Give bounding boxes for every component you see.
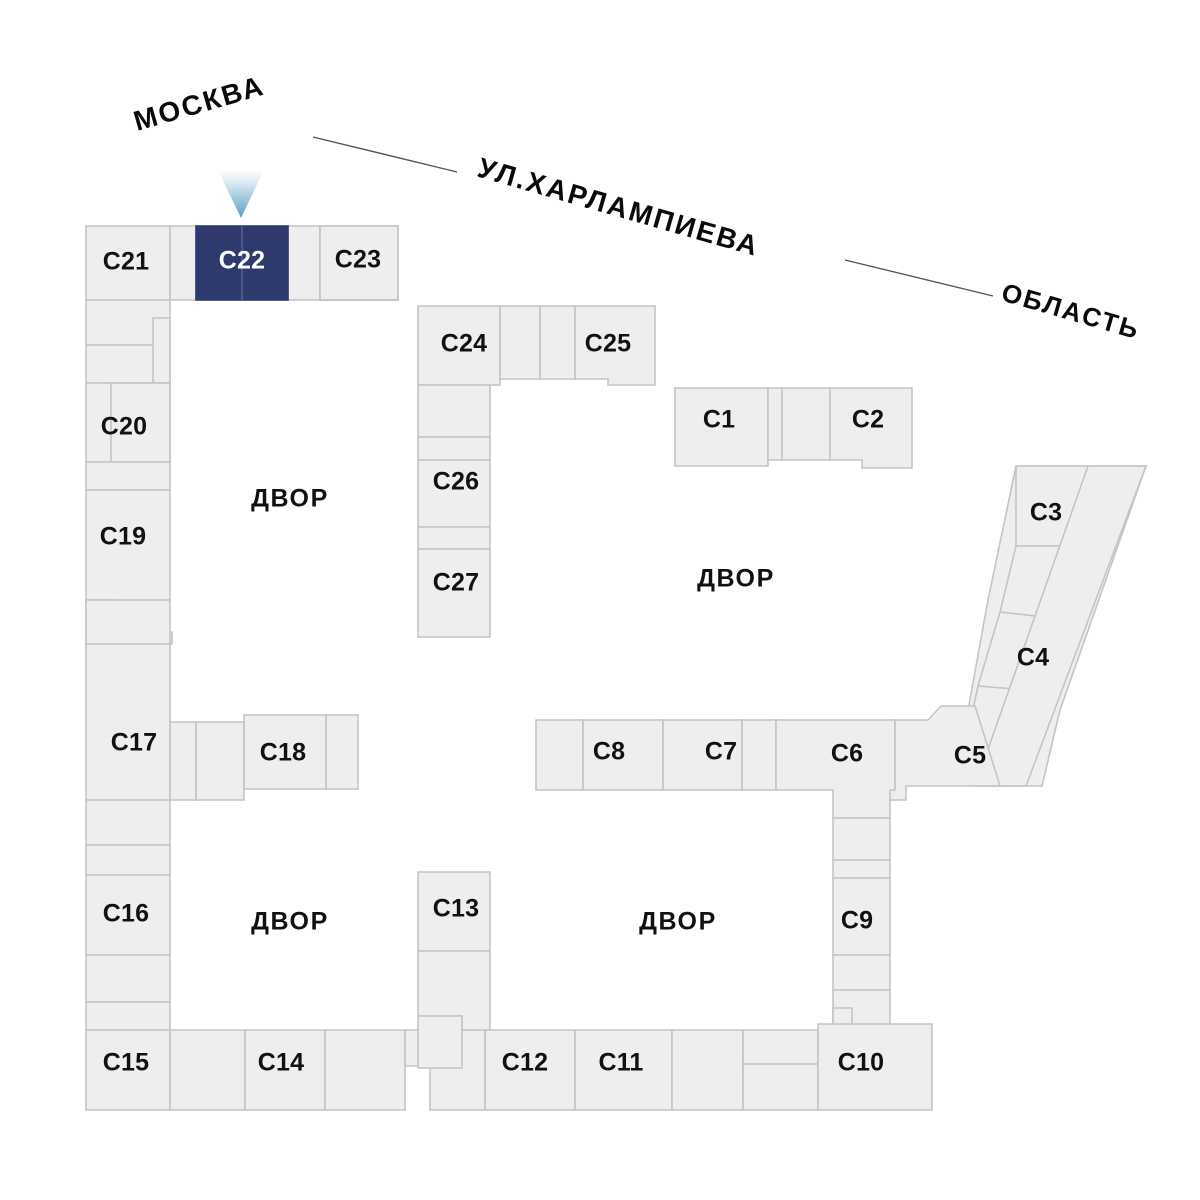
block-C24[interactable]: [417, 305, 501, 386]
block-C1[interactable]: [674, 387, 769, 467]
block-group-middle-band: [535, 705, 1002, 819]
label-C8: C8: [593, 738, 625, 766]
block-C6[interactable]: [775, 719, 896, 819]
label-C12: C12: [502, 1049, 548, 1077]
label-C21: C21: [103, 248, 149, 276]
label-C19: C19: [100, 523, 146, 551]
leader-lines: [312, 136, 994, 297]
block-bottom-strip-4a[interactable]: [742, 1029, 819, 1065]
block-C25[interactable]: [574, 305, 656, 386]
label-C16: C16: [103, 900, 149, 928]
block-group-left-column: [85, 299, 173, 1031]
block-c8-west-strip[interactable]: [535, 719, 584, 791]
block-bottom-strip-3[interactable]: [671, 1029, 744, 1111]
block-spine-strip-1[interactable]: [417, 384, 491, 438]
label-C2: C2: [852, 406, 884, 434]
label-C20: C20: [101, 413, 147, 441]
block-left-inner-strip[interactable]: [152, 317, 171, 384]
location-pin-arrow-icon: [218, 170, 264, 218]
block-bottom-strip-2[interactable]: [324, 1029, 406, 1111]
block-stair-step-outer[interactable]: [85, 599, 171, 645]
block-labels: C1 C2 C3 C4 C5 C6 C7 C8 C9 C10 C11 C12 C…: [100, 246, 1062, 1077]
block-C2[interactable]: [829, 387, 913, 469]
block-C5[interactable]: [889, 705, 1002, 801]
block-group-c13-column: [417, 871, 491, 1069]
block-group-top-row: [85, 225, 399, 301]
block-spine-strip-2[interactable]: [417, 436, 491, 461]
label-C27: C27: [433, 569, 479, 597]
label-C6: C6: [831, 740, 863, 768]
label-C5: C5: [954, 742, 986, 770]
label-C7: C7: [705, 738, 737, 766]
label-moscow: МОСКВА: [130, 70, 268, 137]
label-C13: C13: [433, 895, 479, 923]
yard-label-south-west: ДВОР: [251, 908, 329, 936]
label-C9: C9: [841, 907, 873, 935]
block-C10[interactable]: [817, 1023, 933, 1111]
leader-line-region: [844, 259, 994, 297]
label-C25: C25: [585, 330, 631, 358]
block-c9-strip-1[interactable]: [832, 859, 891, 879]
block-C27[interactable]: [417, 548, 491, 638]
yard-label-north-west: ДВОР: [251, 485, 329, 513]
label-C4: C4: [1017, 644, 1049, 672]
leader-line-moscow: [312, 136, 458, 173]
block-c13-foot[interactable]: [417, 1015, 463, 1069]
yard-label-north-east: ДВОР: [697, 565, 775, 593]
yard-label-south-east: ДВОР: [639, 908, 717, 936]
label-C3: C3: [1030, 499, 1062, 527]
block-group-c1-c2: [674, 387, 913, 469]
label-region: ОБЛАСТЬ: [998, 277, 1143, 345]
block-c7-east-strip[interactable]: [741, 719, 777, 791]
block-c18-west-strip[interactable]: [169, 721, 197, 801]
block-spine-strip-3[interactable]: [417, 526, 491, 550]
block-right-slant-edge[interactable]: [973, 465, 1148, 787]
block-left-strip-4[interactable]: [85, 799, 171, 846]
block-left-strip-7[interactable]: [85, 1001, 171, 1031]
label-C1: C1: [703, 406, 735, 434]
label-C24: C24: [441, 330, 487, 358]
block-c18-east-strip[interactable]: [325, 714, 359, 790]
label-C11: C11: [598, 1049, 643, 1077]
block-group-middle-spine: [417, 305, 656, 638]
block-c1-strip[interactable]: [767, 387, 783, 461]
block-c9-upper[interactable]: [832, 817, 891, 861]
block-left-strip-5[interactable]: [85, 844, 171, 876]
block-c2-strip[interactable]: [781, 387, 831, 461]
block-c18-west-strip-2[interactable]: [195, 721, 245, 801]
block-group-c18-band: [169, 714, 359, 801]
block-bottom-strip-1[interactable]: [169, 1029, 246, 1111]
block-top-corridor-b[interactable]: [287, 225, 321, 301]
label-C15: C15: [103, 1049, 149, 1077]
label-C17: C17: [111, 729, 157, 757]
block-bottom-strip-4b[interactable]: [742, 1063, 819, 1111]
block-left-strip-6[interactable]: [85, 954, 171, 1003]
block-c25-strip[interactable]: [539, 305, 576, 380]
label-C18: C18: [260, 739, 306, 767]
label-C10: C10: [838, 1049, 884, 1077]
street-labels: МОСКВА УЛ.ХАРЛАМПИЕВА ОБЛАСТЬ: [130, 70, 1144, 345]
block-C17[interactable]: [85, 643, 171, 801]
block-c24-strip[interactable]: [499, 305, 541, 380]
label-C23: C23: [335, 246, 381, 274]
block-top-corridor-a[interactable]: [169, 225, 197, 301]
label-C26: C26: [433, 468, 479, 496]
label-C14: C14: [258, 1049, 304, 1077]
block-c9-strip-2[interactable]: [832, 954, 891, 991]
label-C22: C22: [219, 247, 265, 275]
block-left-strip-3[interactable]: [85, 461, 171, 491]
yard-labels: ДВОР ДВОР ДВОР ДВОР: [251, 485, 775, 936]
block-group-c9-column: [832, 817, 891, 1033]
label-street-harlampieva: УЛ.ХАРЛАМПИЕВА: [474, 152, 763, 262]
